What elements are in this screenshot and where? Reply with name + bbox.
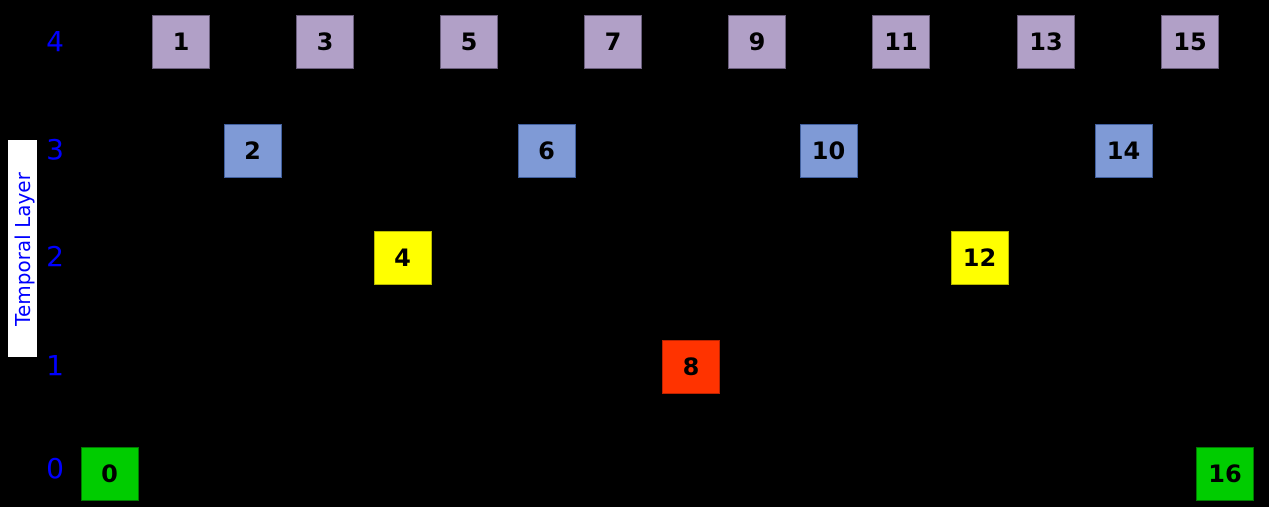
frame-node-3: 3: [296, 15, 354, 69]
axis-tick-3: 3: [46, 133, 64, 166]
frame-node-14: 14: [1094, 124, 1153, 178]
frame-node-2: 2: [223, 124, 282, 178]
temporal-layer-axis-strip: Temporal Layer: [8, 140, 37, 357]
frame-node-6: 6: [517, 124, 576, 178]
frame-node-5: 5: [440, 15, 498, 69]
frame-node-1: 1: [152, 15, 210, 69]
frame-node-15: 15: [1161, 15, 1219, 69]
axis-tick-0: 0: [46, 452, 64, 485]
axis-tick-4: 4: [46, 25, 64, 58]
frame-node-7: 7: [584, 15, 642, 69]
frame-node-10: 10: [799, 124, 858, 178]
frame-node-4: 4: [373, 231, 432, 285]
frame-node-13: 13: [1017, 15, 1075, 69]
frame-node-8: 8: [662, 340, 720, 394]
frame-node-12: 12: [950, 231, 1009, 285]
frame-node-16: 16: [1196, 447, 1254, 501]
frame-node-0: 0: [80, 447, 139, 501]
frame-node-11: 11: [872, 15, 930, 69]
frame-node-9: 9: [728, 15, 786, 69]
axis-tick-2: 2: [46, 240, 64, 273]
axis-tick-1: 1: [46, 349, 64, 382]
